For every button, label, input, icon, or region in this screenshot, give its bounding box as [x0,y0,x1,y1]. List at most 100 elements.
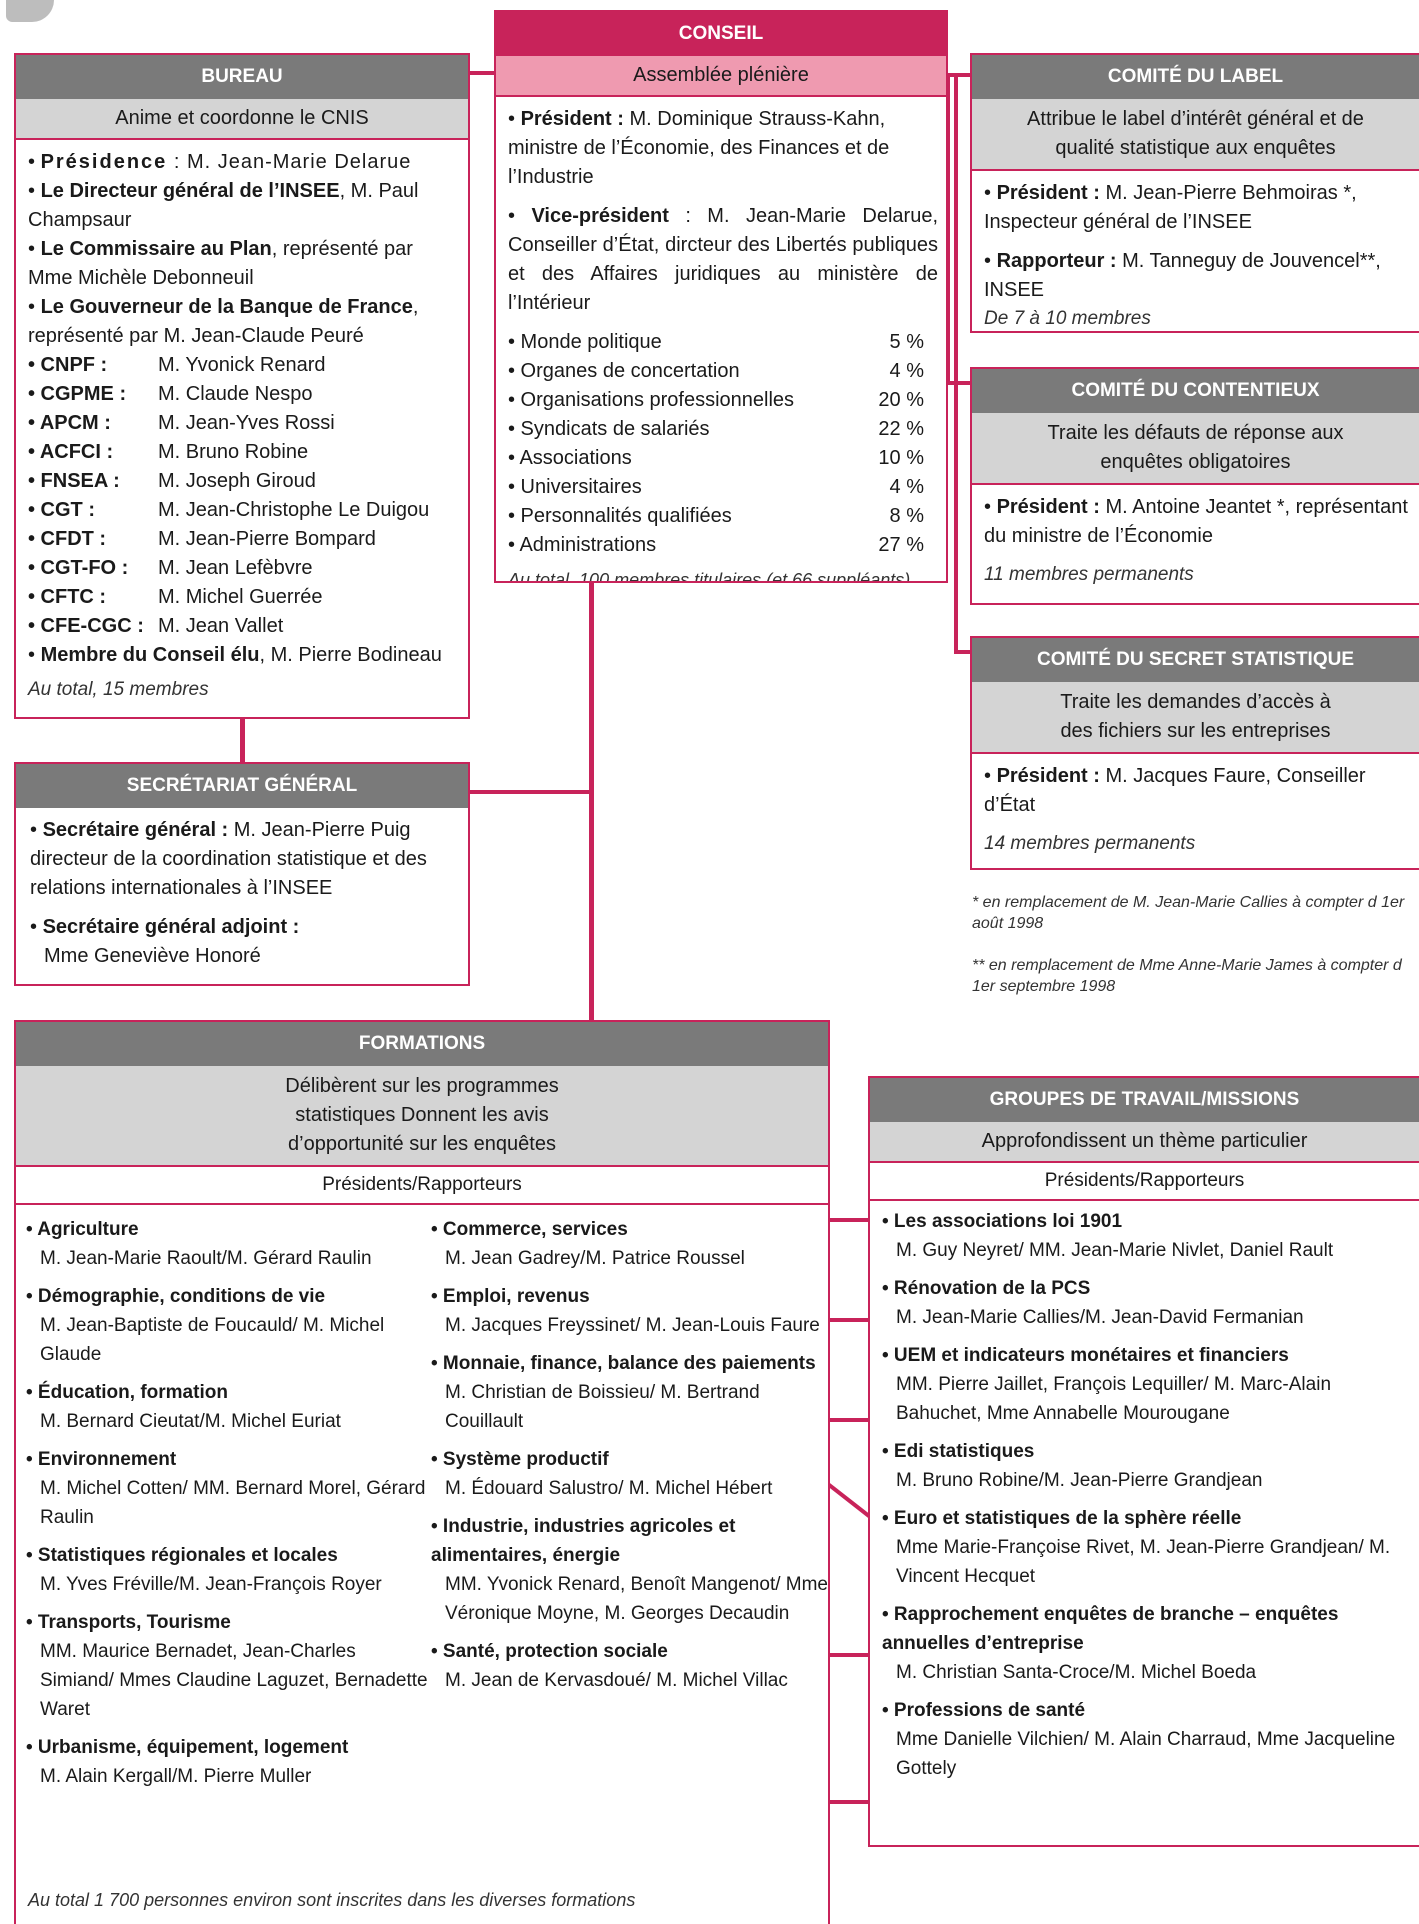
logo-mark [6,0,54,22]
comite-secret-president: • Président : M. Jacques Faure, Conseill… [984,765,1366,816]
sector-label: • Organisations professionnelles [508,389,795,411]
sector-value: 22 % [878,418,924,440]
item-name: • Démographie, conditions de vie [26,1286,326,1307]
bureau-membre-elu: • Membre du Conseil élu, M. Pierre Bodin… [28,644,442,666]
sector-label: • Administrations [508,534,657,556]
conseil-sector-row: • Organes de concertation 4 % [508,357,938,386]
item-name: • Santé, protection sociale [431,1641,668,1662]
bureau-org-row: • CGPME : M. Claude Nespo [28,380,458,409]
formations-title: FORMATIONS [16,1022,828,1066]
org-representative: M. Claude Nespo [158,383,313,405]
item-name: • Professions de santé [882,1700,1086,1721]
secretariat-sga: • Secrétaire général adjoint :Mme Genevi… [30,916,300,967]
item-people: M. Jean-Baptiste de Foucauld/ M. Michel … [40,1315,385,1365]
org-acronym: • CGT-FO : [28,557,129,579]
groupes-subheader: Présidents/Rapporteurs [870,1163,1419,1201]
connector-right-vertical-1 [946,73,950,383]
item-name: • Commerce, services [431,1219,628,1240]
bureau-subtitle: Anime et coordonne le CNIS [16,99,468,140]
item-name: • Système productif [431,1449,609,1470]
conseil-box: CONSEIL Assemblée plénière • Président :… [494,10,948,583]
item-people: M. Jean-Marie Callies/M. Jean-David Ferm… [896,1307,1304,1328]
comite-label-total: De 7 à 10 membres [984,308,1151,329]
bureau-org-row: • CGT : M. Jean-Christophe Le Duigou [28,496,458,525]
connector-to-secretariat [466,790,592,794]
formations-total: Au total 1 700 personnes environ sont in… [28,1890,636,1910]
comite-label-title: COMITÉ DU LABEL [972,55,1419,99]
item-people: M. Michel Cotten/ MM. Bernard Morel, Gér… [40,1478,426,1528]
list-item: • UEM et indicateurs monétaires et finan… [882,1341,1409,1428]
sector-label: • Organes de concertation [508,360,740,382]
org-acronym: • CFTC : [28,586,107,608]
bureau-box: BUREAU Anime et coordonne le CNIS • Prés… [14,53,470,719]
org-acronym: • CNPF : [28,354,108,376]
list-item: • Démographie, conditions de vie M. Jean-… [26,1282,431,1369]
item-name: • Transports, Tourisme [26,1612,231,1633]
sector-value: 4 % [889,476,924,498]
bureau-presidence: • Présidence : M. Jean-Marie Delarue [28,151,412,173]
org-acronym: • CFE-CGC : [28,615,144,637]
comite-label-rapporteur: • Rapporteur : M. Tanneguy de Jouvencel*… [984,250,1381,301]
org-acronym: • CGPME : [28,383,127,405]
item-people: MM. Pierre Jaillet, François Lequiller/ … [896,1374,1332,1424]
conseil-sector-row: • Syndicats de salariés 22 % [508,415,938,444]
item-name: • Emploi, revenus [431,1286,590,1307]
comite-contentieux-title: COMITÉ DU CONTENTIEUX [972,369,1419,413]
formations-box: FORMATIONS Délibèrent sur les programmes… [14,1020,830,1924]
comite-secret-total: 14 membres permanents [984,833,1196,854]
bureau-title: BUREAU [16,55,468,99]
item-people: M. Guy Neyret/ MM. Jean-Marie Nivlet, Da… [896,1240,1334,1261]
org-representative: M. Bruno Robine [158,441,309,463]
item-people: Mme Marie-Françoise Rivet, M. Jean-Pierr… [896,1537,1391,1587]
sector-label: • Syndicats de salariés [508,418,710,440]
org-representative: M. Michel Guerrée [158,586,323,608]
sector-value: 4 % [889,360,924,382]
org-representative: M. Jean-Christophe Le Duigou [158,499,430,521]
item-people: MM. Maurice Bernadet, Jean-Charles Simia… [40,1641,428,1720]
conseil-sector-row: • Administrations 27 % [508,531,938,560]
comite-label-subtitle: Attribue le label d’intérêt général et d… [972,99,1419,171]
org-representative: M. Jean-Yves Rossi [158,412,335,434]
bureau-org-row: • FNSEA :M. Joseph Giroud [28,467,458,496]
comite-secret-box: COMITÉ DU SECRET STATISTIQUE Traite les … [970,636,1419,870]
item-name: • Monnaie, finance, balance des paiement… [431,1353,816,1374]
sector-value: 27 % [878,534,924,556]
conseil-sector-row: • Universitaires 4 % [508,473,938,502]
comite-contentieux-subtitle: Traite les défauts de réponse aux enquêt… [972,413,1419,485]
list-item: • Industrie, industries agricoles et ali… [431,1512,828,1628]
bureau-org-row: • CFE-CGC :M. Jean Vallet [28,612,458,641]
org-representative: M. Joseph Giroud [158,470,316,492]
comite-contentieux-president: • Président : M. Antoine Jeantet *, repr… [984,496,1408,547]
sector-label: • Universitaires [508,476,642,498]
conseil-president: • Président : M. Dominique Strauss-Kahn,… [508,108,890,188]
connector-to-contentieux [946,381,972,385]
org-representative: M. Jean Lefèbvre [158,557,313,579]
comite-label-box: COMITÉ DU LABEL Attribue le label d’inté… [970,53,1419,333]
bureau-org-row: • CNPF :M. Yvonick Renard [28,351,458,380]
sector-label: • Monde politique [508,331,662,353]
footnote-2: ** en remplacement de Mme Anne-Marie Jam… [972,957,1402,995]
connector-right-vertical-2 [954,73,958,653]
item-people: M. Christian Santa-Croce/M. Michel Boeda [896,1662,1257,1683]
sector-value: 5 % [889,331,924,353]
item-people: Mme Danielle Vilchien/ M. Alain Charraud… [896,1729,1396,1779]
item-people: MM. Yvonick Renard, Benoît Mangenot/ Mme… [445,1574,828,1624]
org-acronym: • CGT : [28,499,95,521]
conseil-sector-row: • Monde politique 5 % [508,328,938,357]
bureau-orgs-list: • CNPF :M. Yvonick Renard • CGPME : M. Cla… [28,351,458,641]
formations-subheader: Présidents/Rapporteurs [16,1167,828,1205]
bureau-org-row: • CFDT :M. Jean-Pierre Bompard [28,525,458,554]
item-people: M. Alain Kergall/M. Pierre Muller [40,1766,312,1787]
comite-label-president: • Président : M. Jean-Pierre Behmoiras *… [984,182,1357,233]
